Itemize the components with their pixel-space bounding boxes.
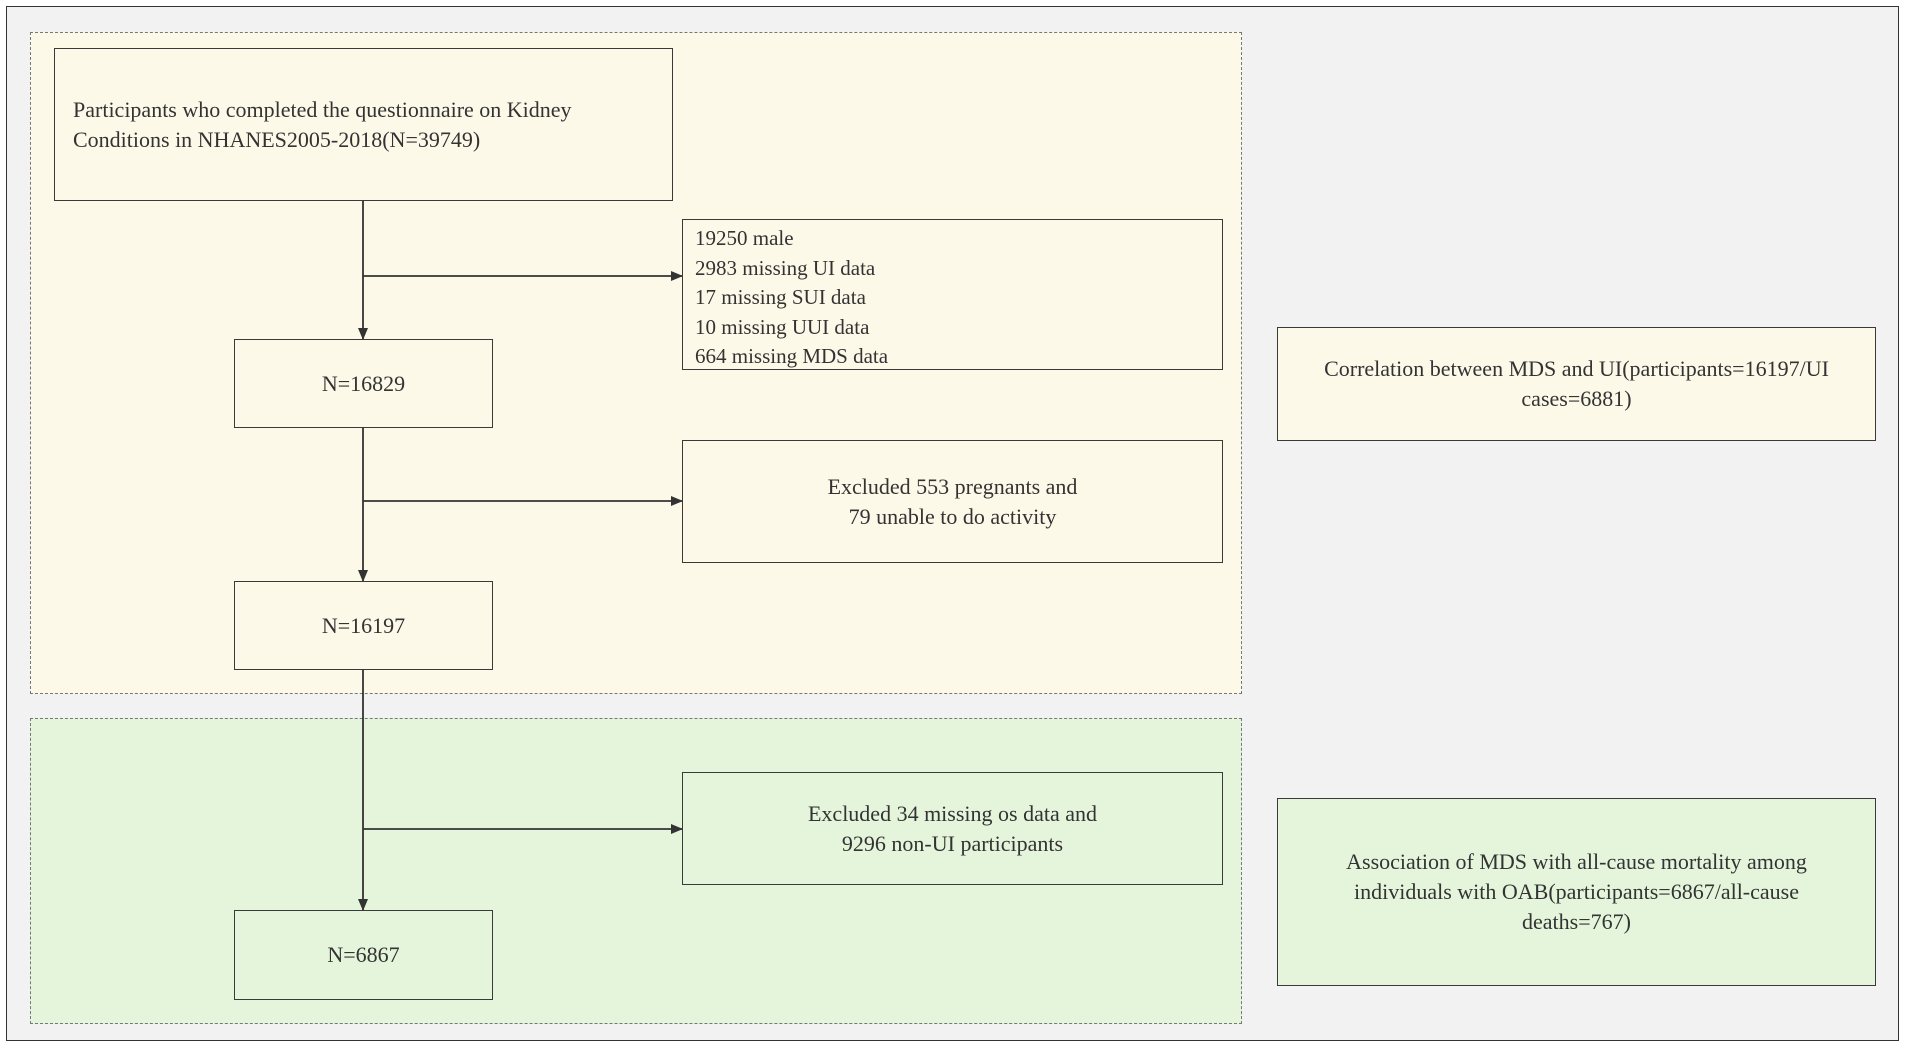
exclusion-1-item: 19250 male: [695, 226, 794, 250]
exclusion-1-item: 10 missing UUI data: [695, 314, 870, 339]
analysis-1-line-2: cases=6881): [1521, 386, 1632, 411]
exclusion-3-line-1: Excluded 34 missing os data and: [807, 800, 1097, 826]
exclusion-2-line-2: 79 unable to do activity: [848, 503, 1057, 529]
exclusion-1-item: 17 missing SUI data: [695, 285, 866, 309]
exclusion-box-3: Excluded 34 missing os data and 9296 non…: [682, 772, 1223, 885]
count-box-16829: N=16829: [234, 339, 493, 428]
source-population-box: Participants who completed the questionn…: [54, 48, 673, 201]
analysis-2-line-2: individuals with OAB(participants=6867/a…: [1354, 879, 1799, 904]
exclusion-box-2: Excluded 553 pregnants and 79 unable to …: [682, 440, 1223, 563]
count-box-16197: N=16197: [234, 581, 493, 670]
exclusion-box-1: 19250 male 2983 missing UI data 17 missi…: [682, 219, 1223, 370]
analysis-2-line-1: Association of MDS with all-cause mortal…: [1346, 849, 1807, 874]
count-16829-label: N=16829: [321, 370, 406, 396]
analysis-1-line-1: Correlation between MDS and UI(participa…: [1324, 356, 1829, 381]
source-population-line-1: Participants who completed the questionn…: [73, 96, 572, 122]
exclusion-1-item: 664 missing MDS data: [695, 344, 889, 368]
analysis-box-mortality: Association of MDS with all-cause mortal…: [1277, 798, 1876, 986]
exclusion-2-line-1: Excluded 553 pregnants and: [827, 473, 1078, 499]
analysis-box-ui-correlation: Correlation between MDS and UI(participa…: [1277, 327, 1876, 441]
exclusion-3-line-2: 9296 non-UI participants: [841, 830, 1064, 856]
exclusion-1-item: 2983 missing UI data: [695, 255, 876, 280]
count-box-6867: N=6867: [234, 910, 493, 1000]
count-6867-label: N=6867: [327, 942, 400, 967]
source-population-line-2: Conditions in NHANES2005-2018(N=39749): [73, 126, 481, 152]
count-16197-label: N=16197: [321, 612, 406, 638]
analysis-2-line-3: deaths=767): [1522, 909, 1631, 934]
